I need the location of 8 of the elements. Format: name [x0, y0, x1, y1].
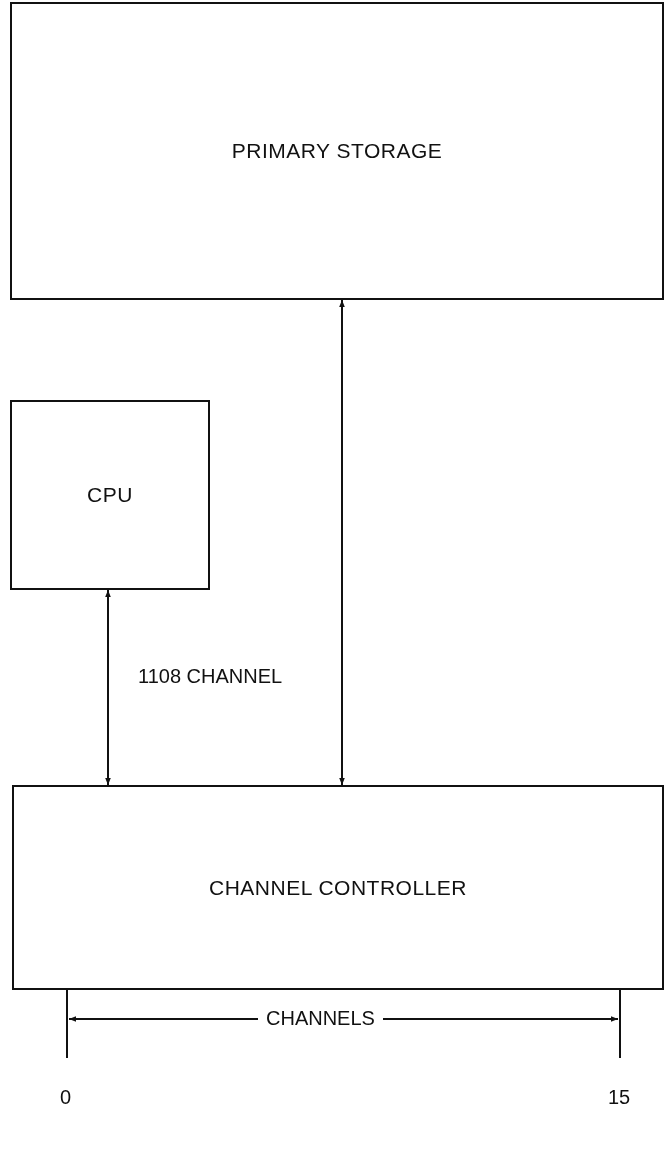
box-label: CPU: [87, 483, 133, 507]
box-label: PRIMARY STORAGE: [231, 139, 443, 163]
box-label: CHANNEL CONTROLLER: [209, 875, 467, 900]
process-box: [10, 2, 664, 300]
double-arrow: [339, 299, 345, 786]
double-arrow: [105, 589, 111, 786]
process-box: [12, 785, 664, 990]
process-box: [10, 400, 210, 590]
